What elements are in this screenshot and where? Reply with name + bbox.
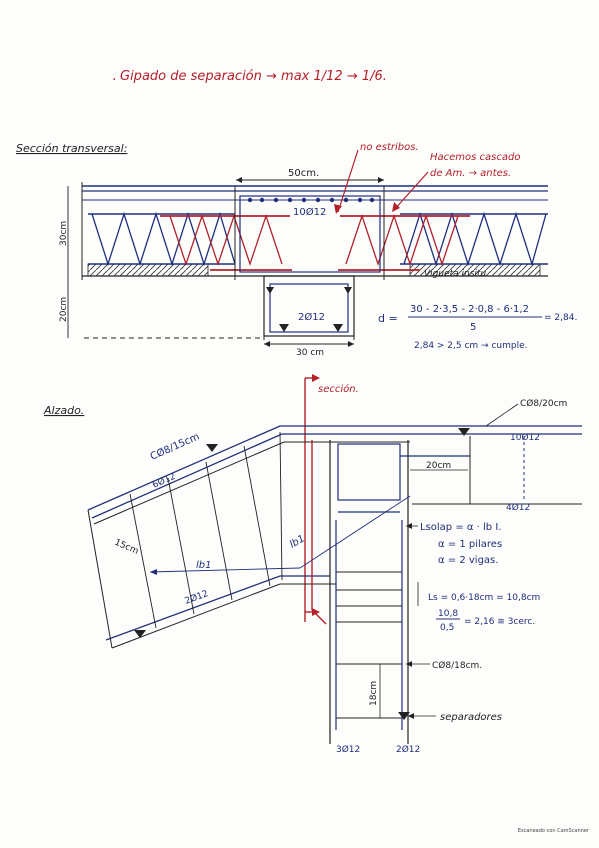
dim-20cm-side: 20cm [59, 297, 69, 322]
separadores-label: separadores [440, 712, 502, 723]
lb1-left-label: lb1 [196, 560, 212, 571]
scan-watermark: Escaneado con CamScanner [517, 828, 589, 834]
bars-top-right-label: 10Ø12 [510, 432, 540, 443]
page-title: Gipado de separación → max 1/12 → 1/6. [120, 69, 387, 84]
bars-bottom-right-label: 2Ø12 [396, 744, 420, 755]
bars-bottom-left-label: 3Ø12 [336, 744, 360, 755]
top-bars-label: 10Ø12 [293, 206, 326, 218]
dim-30cm-side: 30cm [59, 221, 69, 246]
formula-d-numerator: 30 - 2·3,5 - 2·0,8 - 6·1,2 [410, 304, 529, 315]
ratio-result: = 2,16 ≅ 3cerc. [464, 617, 535, 627]
formula-d-check: 2,84 > 2,5 cm → cumple. [414, 341, 527, 351]
bars-left-bottom-label: 2Ø12 [183, 588, 210, 607]
ratio-numerator: 10,8 [438, 609, 458, 619]
dim-50cm: 50cm. [288, 168, 319, 179]
elevation-heading: Alzado. [43, 404, 84, 417]
stirrups-18-label: CØ8/18cm. [432, 660, 482, 671]
stirrups-top-right-label: CØ8/20cm [520, 398, 567, 409]
lb1-right-label: lb1 [288, 533, 307, 550]
note-fill-line2: de Am. → antes. [430, 168, 511, 179]
note-fill-line1: Hacemos cascado [430, 152, 520, 163]
ls-formula: Ls = 0,6·18cm = 10,8cm [428, 593, 540, 603]
dim-15cm: 15cm [113, 538, 140, 557]
formula-d-denominator: 5 [470, 322, 476, 333]
vigueta-label: Vigueta insitu [424, 269, 486, 279]
lsolap-line1: Lsolap = α · lb I. [420, 522, 501, 533]
formula-d-lhs: d = [378, 312, 398, 325]
lsolap-line2: α = 1 pilares [438, 539, 502, 550]
lsolap-line3: α = 2 vigas. [438, 555, 498, 566]
elevation-drawing: Alzado. sección. [43, 374, 582, 755]
note-no-stirrups: no estribos. [360, 142, 419, 153]
stirrups-left-label: CØ8/15cm [148, 430, 201, 462]
bottom-bars-label: 2Ø12 [298, 311, 325, 323]
ratio-denominator: 0,5 [440, 623, 454, 633]
bars-4-label: 4Ø12 [506, 502, 530, 513]
bars-left-top-label: 6Ø12 [151, 471, 178, 491]
dim-20cm: 20cm [426, 461, 451, 471]
dim-18cm: 18cm [369, 681, 379, 706]
section-marker-label: sección. [318, 383, 359, 395]
formula-d-result: = 2,84. [544, 313, 577, 323]
title-bullet: . [112, 68, 116, 84]
cross-section-heading: Sección transversal: [16, 142, 127, 155]
dim-30cm-bottom: 30 cm [296, 348, 324, 358]
cross-section-drawing: Sección transversal: [16, 142, 577, 358]
